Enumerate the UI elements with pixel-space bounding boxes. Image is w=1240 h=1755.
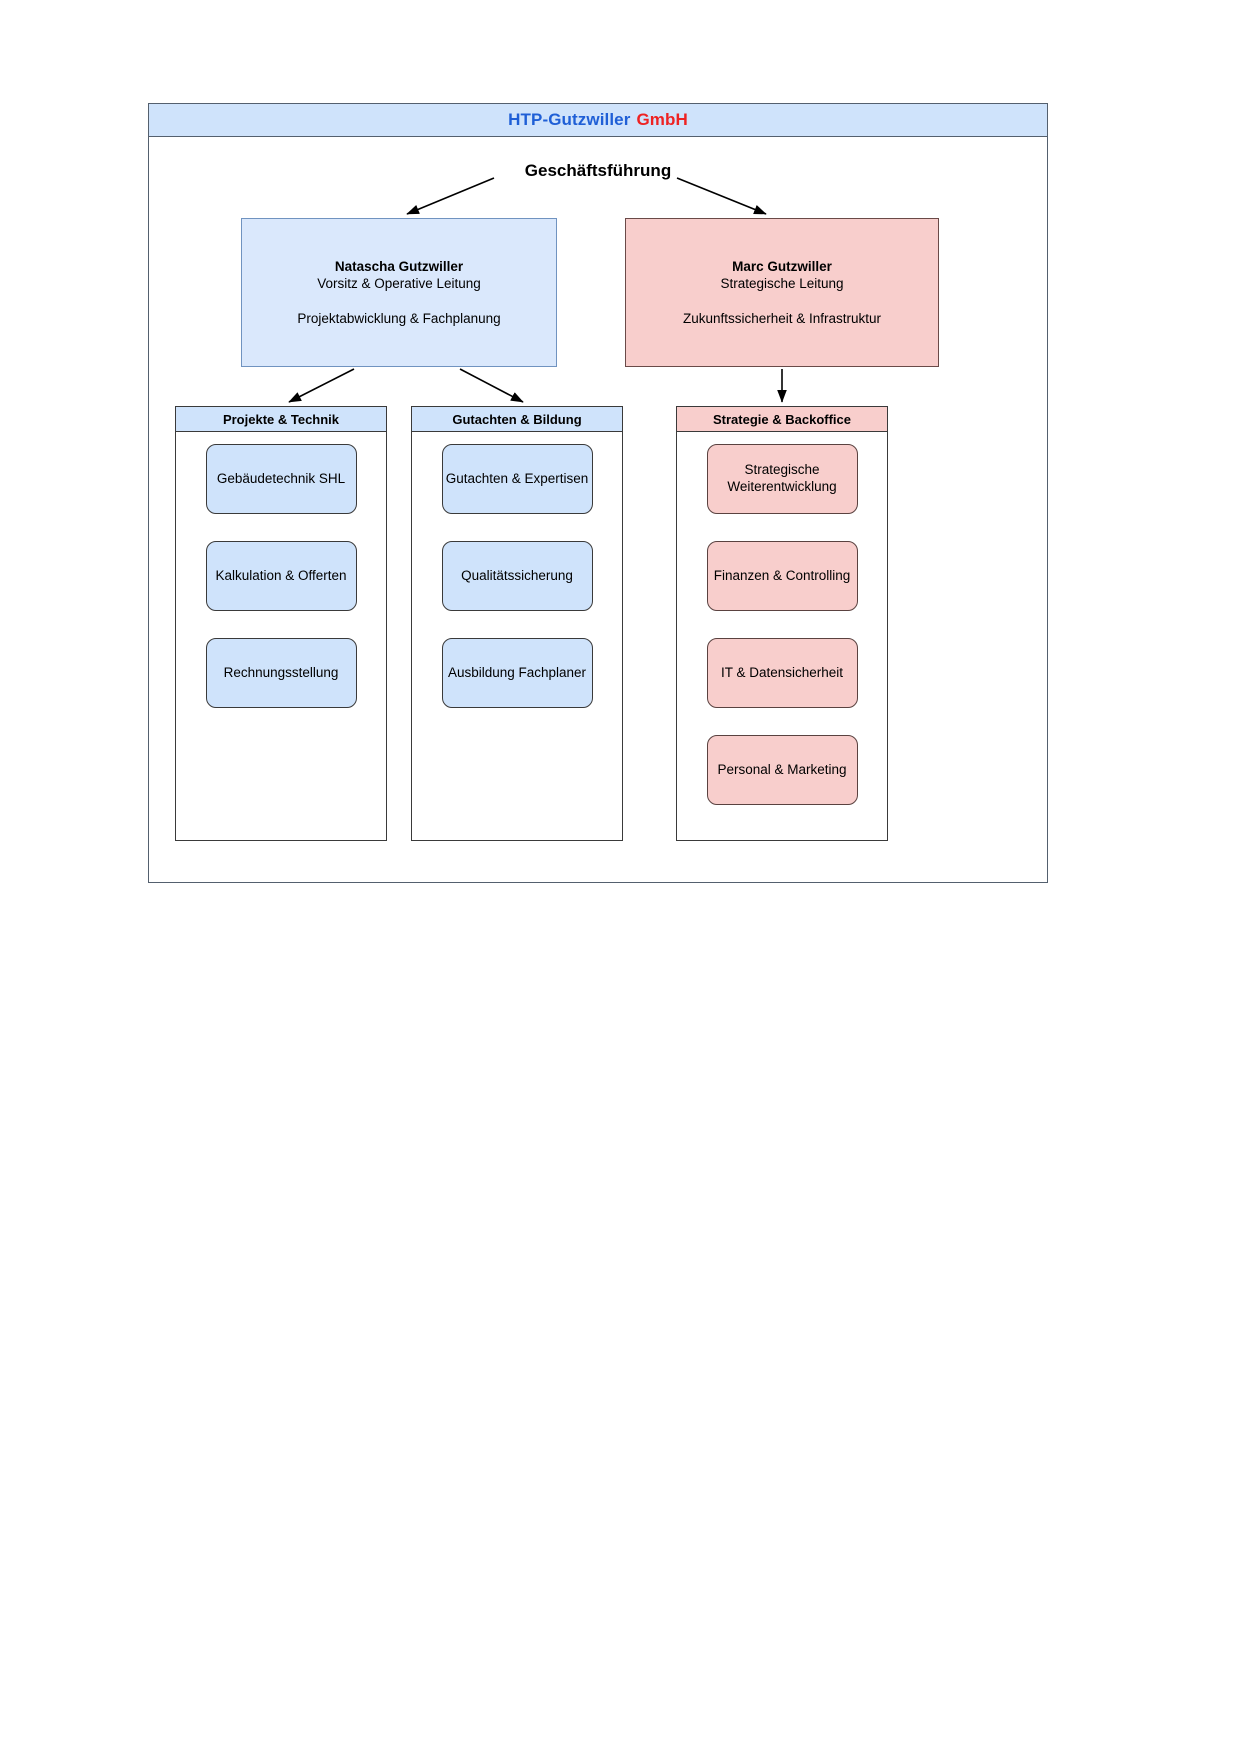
- edge-natascha-to-projekte: [288, 368, 355, 403]
- department-card[interactable]: Qualitätssicherung: [441, 541, 593, 611]
- executive-card-natascha[interactable]: Natascha Gutzwiller Vorsitz & Operative …: [241, 218, 557, 367]
- executive-name: Natascha Gutzwiller: [334, 259, 464, 274]
- executive-scope: Projektabwicklung & Fachplanung: [297, 311, 501, 326]
- edge-root-to-natascha: [406, 177, 495, 215]
- department-card-list: Gutachten & Expertisen Qualitätssicherun…: [412, 432, 622, 708]
- department-column-gutachten-bildung: Gutachten & Bildung Gutachten & Expertis…: [411, 406, 623, 841]
- org-chart-frame: HTP-Gutzwiller GmbH Geschäftsführung Nat…: [148, 103, 1048, 883]
- executive-role: Vorsitz & Operative Leitung: [317, 276, 481, 291]
- department-card[interactable]: Kalkulation & Offerten: [205, 541, 357, 611]
- department-card[interactable]: Strategische Weiterentwicklung: [706, 444, 858, 514]
- department-card[interactable]: Gebäudetechnik SHL: [205, 444, 357, 514]
- department-card[interactable]: IT & Datensicherheit: [706, 638, 858, 708]
- department-column-projekte-technik: Projekte & Technik Gebäudetechnik SHL Ka…: [175, 406, 387, 841]
- department-header: Strategie & Backoffice: [677, 407, 887, 432]
- company-title-bar: HTP-Gutzwiller GmbH: [149, 104, 1047, 137]
- department-card[interactable]: Gutachten & Expertisen: [441, 444, 593, 514]
- company-name-suffix: GmbH: [636, 110, 688, 129]
- department-card[interactable]: Rechnungsstellung: [205, 638, 357, 708]
- department-card-list: Strategische Weiterentwicklung Finanzen …: [677, 432, 887, 805]
- executive-scope: Zukunftssicherheit & Infrastruktur: [682, 311, 882, 326]
- department-card[interactable]: Personal & Marketing: [706, 735, 858, 805]
- department-card[interactable]: Ausbildung Fachplaner: [441, 638, 593, 708]
- department-header: Projekte & Technik: [176, 407, 386, 432]
- company-name-primary: HTP-Gutzwiller: [508, 110, 631, 129]
- root-node-label: Geschäftsführung: [524, 161, 672, 180]
- department-header: Gutachten & Bildung: [412, 407, 622, 432]
- edge-natascha-to-gutachten: [459, 368, 524, 403]
- executive-name: Marc Gutzwiller: [732, 259, 832, 274]
- executive-role: Strategische Leitung: [720, 276, 844, 291]
- executive-card-marc[interactable]: Marc Gutzwiller Strategische Leitung Zuk…: [625, 218, 939, 367]
- department-column-strategie-backoffice: Strategie & Backoffice Strategische Weit…: [676, 406, 888, 841]
- department-card-list: Gebäudetechnik SHL Kalkulation & Offerte…: [176, 432, 386, 708]
- edge-root-to-marc: [676, 177, 767, 215]
- department-card[interactable]: Finanzen & Controlling: [706, 541, 858, 611]
